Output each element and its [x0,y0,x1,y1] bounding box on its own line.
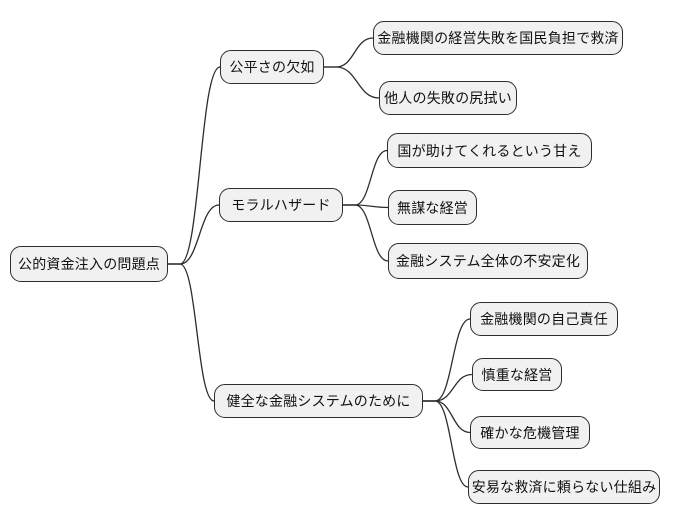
mindmap-node-b3c2: 慎重な経営 [472,358,562,391]
edge-root-b1 [167,66,221,265]
edge-b2-b2c1 [342,149,388,206]
edge-b3-b3c3 [422,400,471,434]
edge-b3-b3c2 [422,373,473,402]
edge-b3-b3c4 [422,400,469,488]
mindmap-node-b3c4: 安易な救済に頼らない仕組み [468,470,660,504]
edge-b3-b3c1 [422,318,471,402]
edge-b1-b1c2 [323,66,380,99]
edge-root-b3 [167,263,215,402]
mindmap-node-b2c2: 無謀な経営 [388,190,477,225]
mindmap-node-b2c3: 金融システム全体の不安定化 [388,243,588,279]
edge-b2-b2c3 [342,204,389,262]
mindmap-node-root: 公的資金注入の問題点 [10,246,168,282]
mindmap-node-b3c3: 確かな危機管理 [470,416,590,449]
mindmap-node-b2c1: 国が助けてくれるという甘え [387,133,592,168]
mindmap-node-b1: 公平さの欠如 [220,50,324,84]
mindmap-node-b3c1: 金融機関の自己責任 [470,302,618,336]
edge-root-b2 [167,204,220,265]
mindmap-node-b1c1: 金融機関の経営失敗を国民負担で救済 [373,21,623,55]
edge-b1-b1c1 [323,37,374,68]
mindmap-node-b2: モラルハザード [219,188,343,222]
mindmap-node-b3: 健全な金融システムのために [214,384,423,418]
mindmap-node-b1c2: 他人の失敗の尻拭い [379,81,517,115]
